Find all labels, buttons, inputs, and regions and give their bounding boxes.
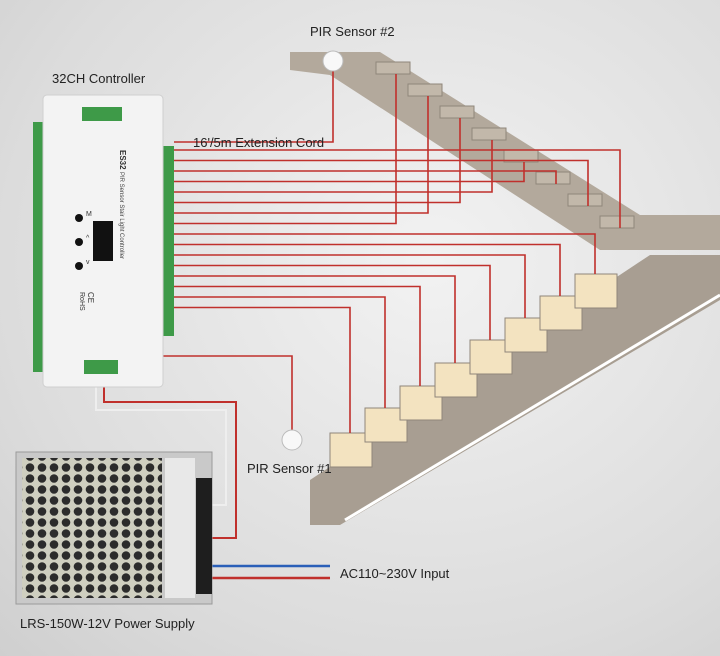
lower-step-wire <box>174 233 596 274</box>
lower-step-wire <box>174 296 386 408</box>
psu-positive-wire <box>103 372 237 539</box>
controller-label: 32CH Controller <box>52 71 146 86</box>
upper-step-wire <box>174 140 493 193</box>
upper-step-wire <box>174 170 557 184</box>
upper-step <box>567 193 603 207</box>
button-down-label: v <box>86 259 90 266</box>
lit-step <box>574 273 618 309</box>
controller-model: ES32 <box>118 150 127 170</box>
pir-sensor-1-wire <box>160 355 293 430</box>
upper-step <box>599 215 635 229</box>
controller-name: PIR Sensor Stair Light Controller <box>118 172 124 259</box>
upper-step <box>471 127 507 141</box>
left-terminal-block <box>33 122 45 372</box>
upper-step <box>375 61 411 75</box>
lower-step-wire <box>174 243 561 296</box>
button-m-label: M <box>86 211 92 218</box>
upper-step <box>535 171 571 185</box>
pir-sensor-2 <box>322 50 344 72</box>
lower-step-wire <box>174 285 421 386</box>
button-down[interactable] <box>75 262 83 270</box>
psu-vent-grille <box>22 458 162 598</box>
power-supply-label: LRS-150W-12V Power Supply <box>20 616 195 631</box>
upper-step-wire <box>174 96 429 214</box>
pir-sensor-1 <box>281 429 303 451</box>
pir-sensor-2-label: PIR Sensor #2 <box>310 24 395 39</box>
lower-step-wire <box>174 264 491 340</box>
upper-step-wire <box>174 162 525 183</box>
psu-negative-wire <box>95 372 227 506</box>
upper-step-wire <box>174 74 397 225</box>
pir-sensor-2-wire <box>174 70 334 143</box>
display-screen <box>93 221 113 261</box>
ce-mark: CE <box>86 292 95 303</box>
power-supply <box>15 451 213 605</box>
lower-step-wire <box>174 275 456 363</box>
upper-step <box>439 105 475 119</box>
pir-sensor-1-label: PIR Sensor #1 <box>247 461 332 476</box>
lower-stair-slab <box>310 255 720 525</box>
top-terminal <box>82 107 122 121</box>
lower-step-wire <box>174 254 526 318</box>
upper-step-wire <box>174 118 461 204</box>
staircase <box>290 52 720 525</box>
controller: ES32 PIR Sensor Stair Light Controller M… <box>33 94 174 388</box>
extension-cord-label: 16'/5m Extension Cord <box>193 135 325 150</box>
wiring <box>95 70 621 580</box>
button-up-label: ^ <box>86 235 90 242</box>
ac-input-label: AC110~230V Input <box>340 566 450 581</box>
lower-stair-light-strip <box>344 293 720 522</box>
lower-step-wire <box>174 306 351 433</box>
rohs-mark: RoHS <box>78 292 85 311</box>
button-up[interactable] <box>75 238 83 246</box>
upper-step-wire <box>174 159 589 206</box>
psu-label-plate <box>165 458 195 598</box>
upper-step <box>407 83 443 97</box>
psu-terminal-strip <box>196 478 212 594</box>
button-m[interactable] <box>75 214 83 222</box>
power-terminal <box>84 360 118 374</box>
upper-step-wire <box>174 149 621 228</box>
